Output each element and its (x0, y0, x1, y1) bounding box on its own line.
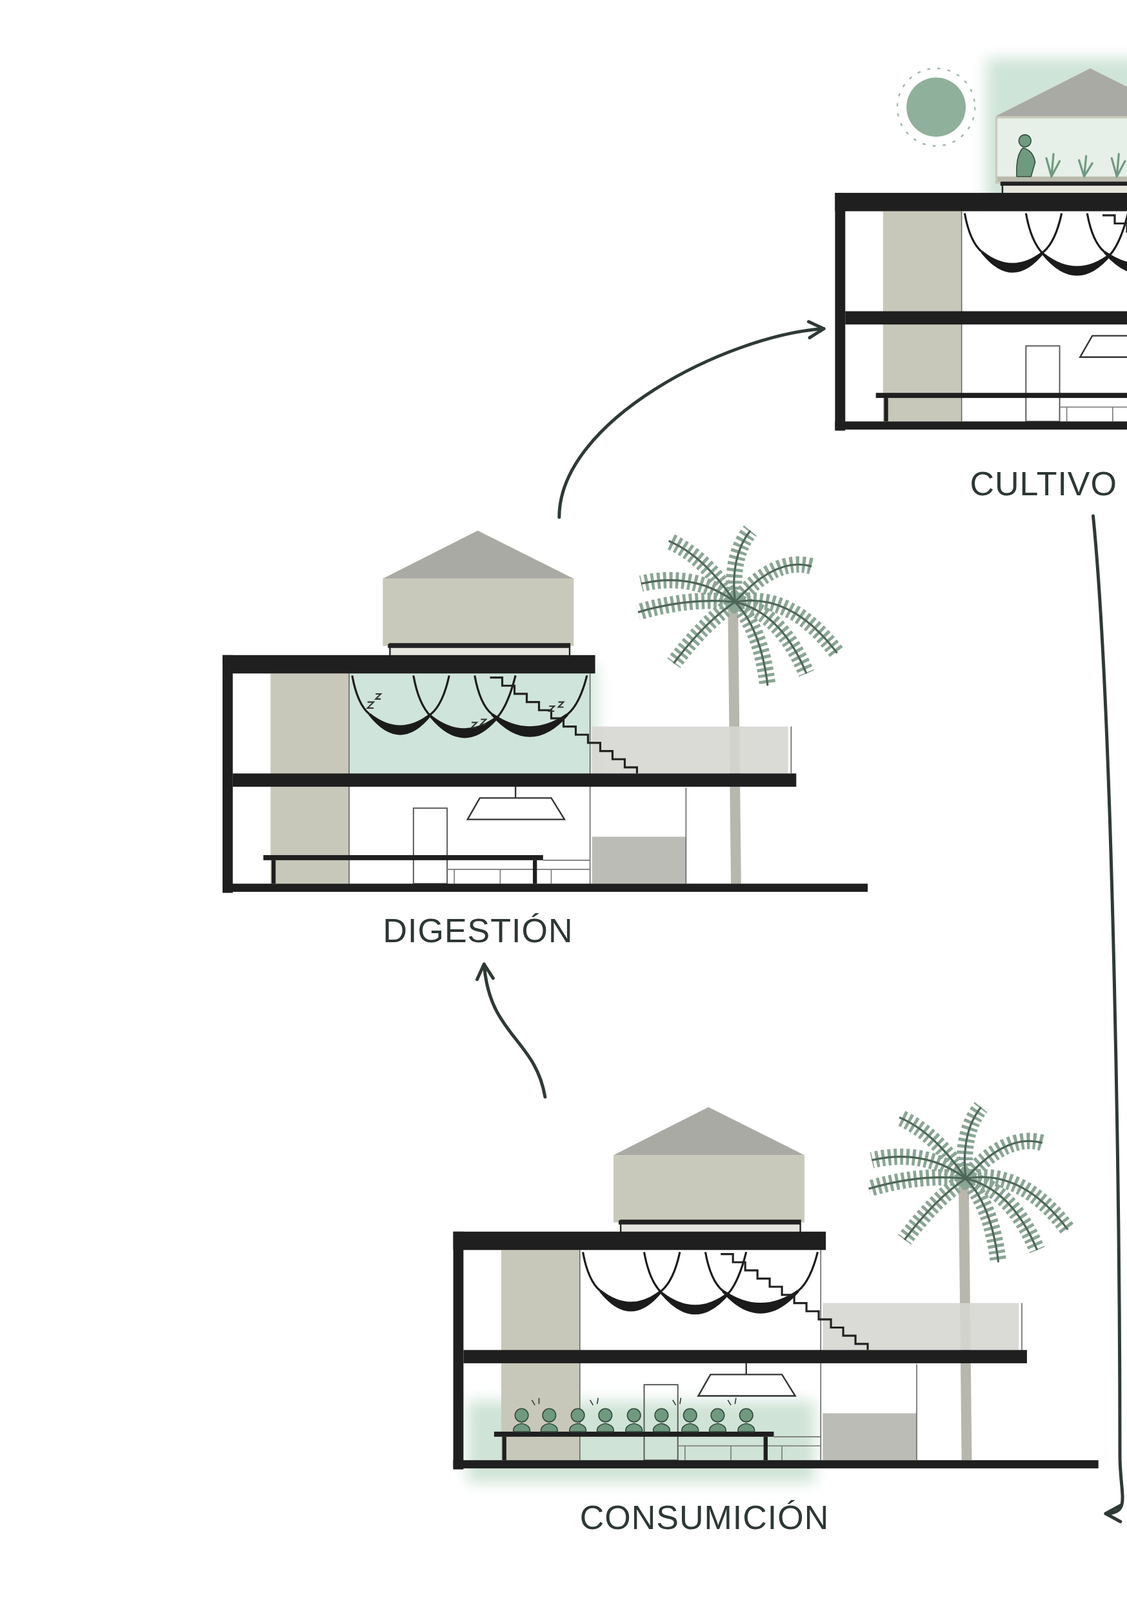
illustration-part (367, 702, 374, 709)
illustration-part (1046, 154, 1060, 177)
illustration-part (367, 694, 564, 728)
illustration-part (453, 1107, 1099, 1471)
illustration-part (375, 694, 381, 700)
illustration-part (513, 1423, 531, 1433)
stage-label: CONSUMICIÓN (579, 1498, 830, 1538)
illustration-part (1046, 154, 1127, 177)
illustration-part (739, 1408, 753, 1423)
arrow-line (1093, 516, 1124, 1515)
cycle-arrow (477, 964, 546, 1098)
illustration-part (471, 722, 477, 728)
illustration-part (558, 702, 564, 708)
illustration-part (480, 719, 486, 726)
illustration-part (906, 77, 966, 137)
illustration-part (514, 1408, 529, 1423)
illustration-part (683, 1408, 697, 1423)
illustration-part (709, 1423, 727, 1433)
stage-label: CULTIVO (969, 464, 1118, 504)
stage-label: DIGESTIÓN (382, 911, 573, 951)
illustration-part (548, 706, 555, 712)
stage-section: DIGESTIÓN (216, 522, 870, 960)
illustration-part (531, 1398, 736, 1406)
digestion-section (222, 530, 868, 894)
illustration-part (531, 1398, 539, 1406)
arrow-head (477, 964, 494, 980)
illustration-part (834, 68, 1127, 431)
arrow-line (483, 964, 546, 1098)
stage-section: CONSUMICIÓN (447, 1102, 1101, 1547)
illustration-part (681, 1423, 699, 1433)
arrow-head (808, 321, 824, 339)
arrow-head (1105, 1506, 1121, 1523)
illustration-part (738, 1423, 755, 1433)
illustration-part (897, 68, 975, 146)
stage-section: CULTIVO (828, 61, 1123, 511)
illustration-part (541, 1423, 559, 1433)
illustration-part (1111, 154, 1126, 177)
illustration-part (654, 1408, 669, 1423)
cycle-arrow (1093, 516, 1124, 1522)
illustration-part (1018, 134, 1031, 148)
illustration-part (997, 176, 1127, 182)
illustration-part (513, 1408, 755, 1433)
illustration-part (727, 1398, 737, 1406)
illustration-part (598, 1408, 613, 1423)
consumicion-section (453, 1107, 1099, 1484)
illustration-part (625, 1423, 643, 1433)
illustration-part (653, 1423, 671, 1433)
illustration-part (597, 1423, 615, 1433)
illustration-part (590, 1398, 599, 1406)
cultivo-section (834, 58, 1127, 431)
cycle-arrow (559, 321, 824, 518)
illustration-part (710, 1408, 725, 1423)
illustration-part (569, 1423, 587, 1433)
illustration-part (570, 1408, 585, 1423)
illustration-part (1016, 147, 1036, 177)
illustration-part (1079, 156, 1093, 177)
illustration-part (222, 530, 868, 894)
illustration-part (542, 1408, 557, 1423)
illustration-part (672, 1398, 682, 1406)
arrow-line (559, 329, 824, 518)
illustration-part (997, 118, 1127, 182)
illustration-part (627, 1408, 641, 1423)
sun (897, 68, 975, 146)
